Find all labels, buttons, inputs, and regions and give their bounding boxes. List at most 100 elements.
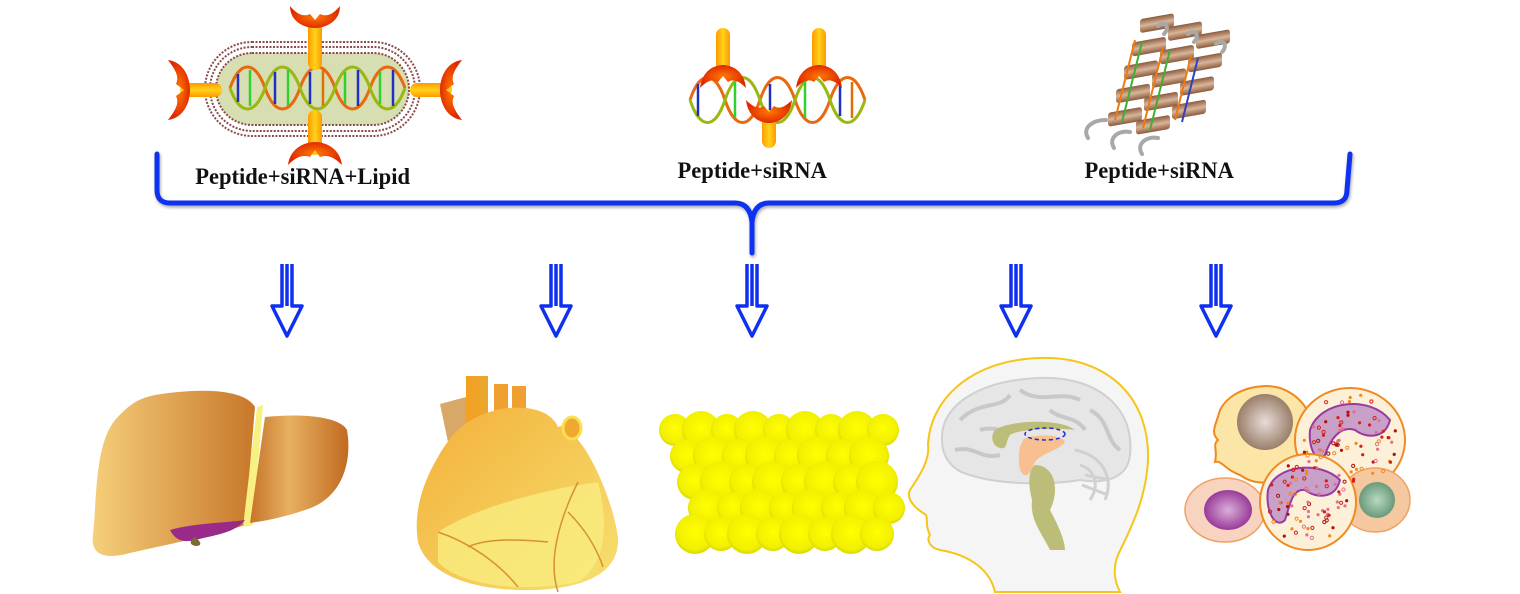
fat-cell	[873, 492, 905, 524]
granule	[1290, 527, 1294, 531]
granule	[1306, 500, 1310, 504]
fat-cell	[831, 514, 871, 554]
granule	[1324, 400, 1329, 405]
granule	[1381, 429, 1385, 433]
granule	[1393, 429, 1397, 433]
granule	[1302, 450, 1306, 454]
granule	[1311, 425, 1316, 429]
granule	[1358, 421, 1362, 425]
granule	[1340, 400, 1345, 405]
granule	[1373, 458, 1378, 464]
granule	[1318, 455, 1323, 460]
granule	[1282, 534, 1286, 538]
granule	[1324, 515, 1329, 520]
granule	[1316, 513, 1320, 517]
blood-cells-icon	[1184, 385, 1411, 551]
peptide-ligand-icon	[288, 110, 342, 165]
peptide-ligand-icon	[410, 60, 462, 120]
fat-cell	[675, 514, 715, 554]
granule	[1294, 516, 1299, 521]
peptide-sirna-duplex-icon	[688, 28, 867, 148]
arrow-to-immune-cells[interactable]	[1196, 262, 1236, 342]
fat-cells	[659, 411, 905, 554]
granule	[1351, 479, 1356, 483]
granule	[1321, 449, 1325, 453]
granule	[1372, 416, 1377, 421]
granule	[1369, 399, 1374, 404]
granule	[1301, 524, 1307, 529]
granule	[1354, 467, 1359, 471]
granule	[1339, 420, 1344, 425]
granule	[1277, 507, 1281, 512]
granule	[1314, 459, 1318, 463]
granule	[1298, 519, 1303, 523]
helical-peptide-sirna-array-icon	[1084, 13, 1230, 156]
granule	[1361, 453, 1365, 457]
granule	[1315, 484, 1319, 489]
granule	[1318, 448, 1322, 452]
cell-granules	[1268, 393, 1397, 540]
granule	[1292, 492, 1298, 497]
granule	[1324, 484, 1329, 489]
granule	[1359, 393, 1363, 397]
granule	[1376, 439, 1381, 444]
granule	[1346, 410, 1350, 414]
granule	[1322, 510, 1327, 514]
granule	[1312, 440, 1317, 445]
granule	[1392, 452, 1396, 456]
granule	[1374, 430, 1378, 434]
formulation-peptide-sirna-binding	[680, 20, 880, 150]
peptide-lipid-sirna-nanoparticle-icon	[168, 6, 462, 165]
granule	[1306, 509, 1310, 514]
granule	[1336, 506, 1340, 510]
granule	[1324, 479, 1328, 483]
peptide-ligand-icon	[290, 6, 340, 70]
granule	[1324, 420, 1328, 424]
granule	[1326, 507, 1330, 511]
granule	[1335, 442, 1340, 447]
granule	[1341, 427, 1345, 431]
granule	[1306, 527, 1310, 531]
adipose-tissue-icon	[659, 411, 905, 554]
peptide-ligand-icon	[746, 100, 792, 148]
granule	[1339, 500, 1344, 505]
arrow-to-brain[interactable]	[996, 262, 1036, 342]
granule	[1288, 491, 1293, 496]
granule	[1309, 535, 1314, 540]
granule	[1354, 441, 1358, 445]
granule	[1338, 492, 1342, 496]
granule	[1336, 439, 1340, 443]
peptide-ligand-icon	[700, 28, 746, 88]
granule	[1290, 475, 1294, 479]
granule	[1343, 504, 1347, 508]
granule	[1359, 466, 1364, 471]
granule	[1381, 469, 1386, 474]
granule	[1291, 467, 1296, 473]
granule	[1380, 435, 1384, 439]
granule	[1285, 505, 1290, 509]
granule	[1294, 477, 1299, 482]
granule	[1327, 513, 1331, 517]
granule	[1268, 509, 1273, 514]
granule	[1351, 463, 1356, 469]
arrow-to-heart[interactable]	[536, 262, 576, 342]
granule	[1316, 438, 1321, 443]
brain-head-icon	[907, 356, 1150, 593]
granule	[1286, 483, 1290, 487]
formulation-lipid-complex	[160, 0, 470, 200]
heart-icon	[416, 376, 619, 593]
granule	[1368, 423, 1372, 427]
granule	[1337, 490, 1341, 494]
granule	[1305, 533, 1309, 537]
granule	[1290, 504, 1294, 508]
granule	[1302, 476, 1307, 481]
formulation-label: Peptide+siRNA+Lipid	[195, 164, 410, 189]
arrow-to-liver[interactable]	[267, 262, 307, 342]
formulation-label: Peptide+siRNA	[677, 158, 827, 183]
granule	[1316, 425, 1321, 430]
granule	[1377, 419, 1381, 423]
arrow-to-adipose[interactable]	[732, 262, 772, 342]
granule	[1302, 438, 1306, 442]
granule	[1321, 429, 1326, 435]
granule	[1347, 400, 1351, 404]
